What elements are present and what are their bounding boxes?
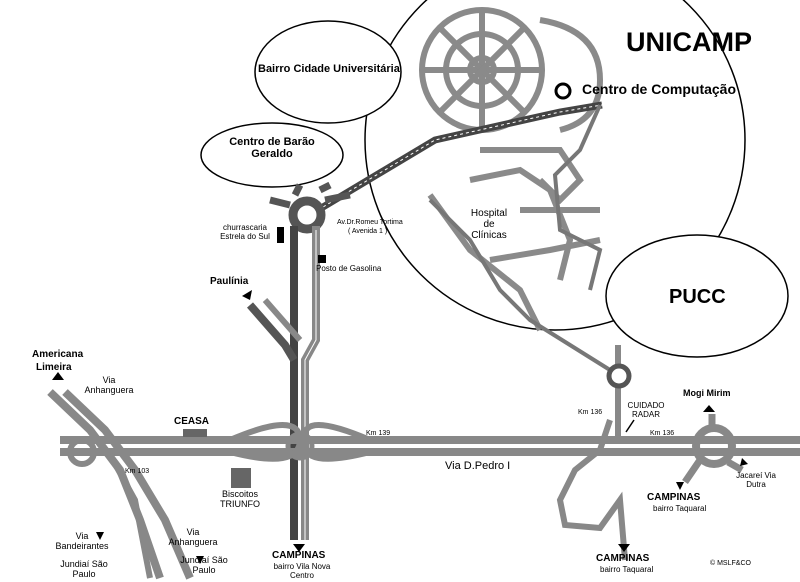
campinas-center-sub: bairro Vila Nova Centro xyxy=(273,562,331,580)
copyright-label: © MSLF&CO xyxy=(710,560,751,567)
km136-left-label: Km 136 xyxy=(578,409,603,416)
avenue-road xyxy=(316,101,603,214)
mogi-arrow-icon xyxy=(703,405,715,412)
via-bandeirantes-label: Via Bandeirantes xyxy=(55,531,109,551)
ceasa-marker xyxy=(183,429,207,437)
pucc-roundabout xyxy=(606,363,632,389)
via-dpedro-label: Via D.Pedro I xyxy=(445,460,511,472)
km139-label: Km 139 xyxy=(366,430,391,437)
paulinia-label: Paulínia xyxy=(210,276,249,287)
bairro-cidade-label: Bairro Cidade Universitária xyxy=(258,63,400,75)
road-right-gray xyxy=(301,226,320,540)
barao-roundabout xyxy=(288,196,326,234)
centro-computacao-label: Centro de Computação xyxy=(582,81,737,97)
cuidado-radar-label: CUIDADO RADAR xyxy=(627,401,665,419)
americana-arrow-icon xyxy=(52,372,64,380)
churrascaria-marker xyxy=(277,227,284,243)
campinas-taquaral-arrow-icon xyxy=(618,544,630,552)
pucc-label: PUCC xyxy=(669,286,726,308)
km103-label: Km 103 xyxy=(125,468,150,475)
mogi-mirim-label: Mogi Mirim xyxy=(683,388,731,398)
campinas-right-title: CAMPINAS xyxy=(647,492,701,503)
hospital-label: Hospital de Clínicas xyxy=(470,208,508,241)
avenue-sub-label: ( Avenida 1 ) xyxy=(348,228,388,235)
campus-streets xyxy=(419,7,604,332)
jundiai-sp-left-label: Jundiaí São Paulo xyxy=(60,559,108,579)
jacarei-arrow-icon xyxy=(740,458,748,466)
bairro-cidade-ellipse xyxy=(254,20,402,124)
barao-geraldo-label: Centro de Barão Geraldo xyxy=(229,136,315,161)
americana-label: Americana xyxy=(32,349,84,360)
posto-marker xyxy=(318,255,326,263)
unicamp-title: UNICAMP xyxy=(626,27,752,57)
avenue-label: Av.Dr.Romeu Tortima xyxy=(337,219,403,226)
campinas-bottom-sub: bairro Taquaral xyxy=(600,565,654,574)
via-anhanguera-top-label: Via Anhanguera xyxy=(84,375,134,395)
jundiai-right-arrow-icon xyxy=(196,556,204,564)
ceasa-label: CEASA xyxy=(174,416,210,427)
biscoitos-label: Biscoitos TRIUNFO xyxy=(220,489,260,509)
campinas-right-arrow-icon xyxy=(676,482,684,490)
churrascaria-label: churrascaria Estrela do Sul xyxy=(220,223,270,241)
via-anhanguera-bottom-label: Via Anhanguera xyxy=(168,527,218,547)
campinas-center-title: CAMPINAS xyxy=(272,550,326,561)
unicamp-area-circle xyxy=(364,0,746,331)
campinas-right-sub: bairro Taquaral xyxy=(653,504,707,513)
campinas-center-arrow-icon xyxy=(293,544,305,552)
computacao-marker xyxy=(554,82,572,100)
limeira-label: Limeira xyxy=(36,362,72,373)
paulinia-arrow-icon xyxy=(242,290,252,300)
posto-label: Posto de Gasolina xyxy=(316,264,382,273)
jundiai-left-arrow-icon xyxy=(96,532,104,540)
mogi-roundabout xyxy=(692,424,736,468)
biscoitos-marker xyxy=(231,468,251,488)
jacarei-label: Jacareí Via Dutra xyxy=(736,471,776,489)
jundiai-sp-right-label: Jundiaí São Paulo xyxy=(180,555,228,575)
barao-geraldo-ellipse xyxy=(200,122,344,188)
campinas-bottom-title: CAMPINAS xyxy=(596,553,650,564)
km136-right-label: Km 136 xyxy=(650,430,675,437)
pucc-area-ellipse xyxy=(605,234,789,358)
